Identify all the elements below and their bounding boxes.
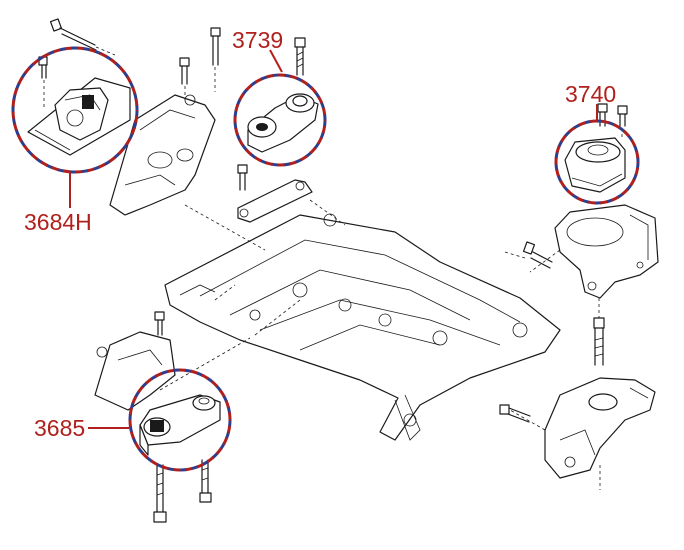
label-3739: 3739 (232, 27, 283, 53)
torque-link-bar (237, 179, 313, 223)
subframe (164, 213, 561, 441)
bolt-3740-a (597, 103, 608, 127)
bolt-top-left-long (49, 18, 116, 56)
assembly-guides (159, 199, 601, 490)
bolt-small-1 (38, 56, 48, 110)
callout-ring-3685 (128, 368, 232, 472)
bolt-right-side (504, 241, 553, 269)
stud-right (593, 298, 605, 366)
bolt-3739 (294, 37, 306, 76)
bolt-3740-b (617, 105, 628, 140)
callout-ring-3739 (233, 73, 327, 167)
bolt-bracket-1 (179, 57, 190, 100)
bolt-link-bar (237, 164, 248, 191)
bolt-bracket-2 (210, 27, 221, 92)
bolt-3685-a (153, 464, 167, 523)
leader-3739 (269, 49, 283, 73)
mount-3740 (564, 137, 626, 193)
bolt-lower-right (499, 404, 531, 423)
label-3740: 3740 (565, 81, 616, 107)
mount-3684h (27, 77, 131, 156)
callout-ring-3684h (11, 46, 139, 174)
mount-3685 (139, 394, 221, 456)
label-3684h: 3684H (24, 209, 92, 235)
right-mount-bracket (554, 204, 659, 299)
lower-right-bracket (544, 377, 656, 479)
label-3685: 3685 (34, 415, 85, 441)
mount-3739 (247, 93, 319, 153)
bolt-3685-b (199, 459, 212, 503)
bolt-lower-left-bracket (154, 311, 165, 336)
